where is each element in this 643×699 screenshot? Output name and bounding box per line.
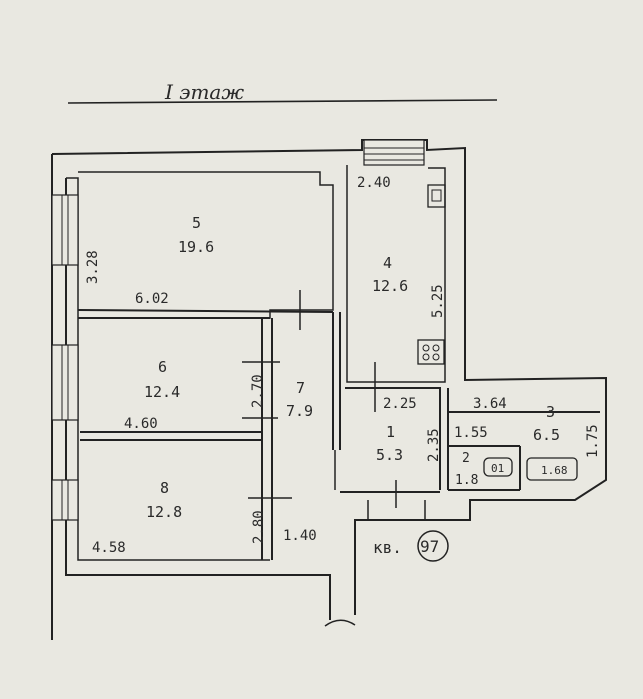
stove-icon [417,339,445,365]
room-number: 8 [160,479,169,497]
room-2: 2 1.8 [455,451,478,488]
room-area: 7.9 [286,402,313,420]
interior-walls [77,309,600,560]
room-area: 6.5 [533,426,560,444]
room-area: 1.8 [455,473,478,488]
floor-title: I этаж [164,80,244,104]
room-number: 6 [158,358,167,376]
dimension-2-35: 2.35 [426,428,442,462]
dimension-1-55: 1.55 [454,425,488,441]
room-number: 4 [383,254,392,272]
dimension-4-60: 4.60 [124,416,158,432]
room-number: 2 [462,451,470,466]
room-number: 3 [546,403,555,421]
dimension-3-28: 3.28 [85,250,101,284]
room-area: 12.6 [372,277,408,295]
dimension-3-64: 3.64 [473,396,507,412]
dimension-2-40: 2.40 [357,175,391,191]
room-8: 8 12.8 [146,479,182,521]
toilet-icon: 01 [483,457,513,477]
outer-wall [51,139,607,640]
door-marks [242,290,397,508]
dimension-4-58: 4.58 [92,540,126,556]
bath-label: 1.68 [541,464,568,477]
room-number: 7 [296,379,305,397]
dimension-5-25: 5.25 [430,284,446,318]
room-area: 12.4 [144,383,180,401]
room-5: 5 19.6 [178,214,214,256]
dimension-2-70: 2.70 [250,374,266,408]
room-4: 4 12.6 [372,254,408,295]
room-area: 19.6 [178,238,214,256]
bathtub-icon: 1.68 [526,457,578,481]
dimension-2-80: 2.80 [251,510,267,544]
window-top-kitchen [363,139,425,166]
room-1: 1 5.3 [376,423,403,464]
toilet-label: 01 [491,462,504,475]
apartment-prefix: кв. [373,538,402,557]
dimension-1-40: 1.40 [283,528,317,544]
entrance [324,500,426,627]
apartment-circle [417,530,449,562]
room-7: 7 7.9 [286,379,313,420]
room-3: 3 6.5 [533,403,560,444]
dimension-1-75: 1.75 [585,424,601,458]
title-underline [67,99,498,104]
apartment-label: кв. 97 [373,530,449,562]
window-left-bottom [51,479,79,521]
room-number: 5 [192,214,201,232]
sink-icon [427,184,446,208]
room-number: 1 [386,423,395,441]
room-6: 6 12.4 [144,358,180,401]
dimension-6-02: 6.02 [135,291,169,307]
apartment-number: 97 [420,537,439,556]
room-area: 5.3 [376,446,403,464]
dimension-2-25: 2.25 [383,396,417,412]
window-left-mid [51,344,79,421]
window-left-top [51,194,79,266]
room-area: 12.8 [146,503,182,521]
